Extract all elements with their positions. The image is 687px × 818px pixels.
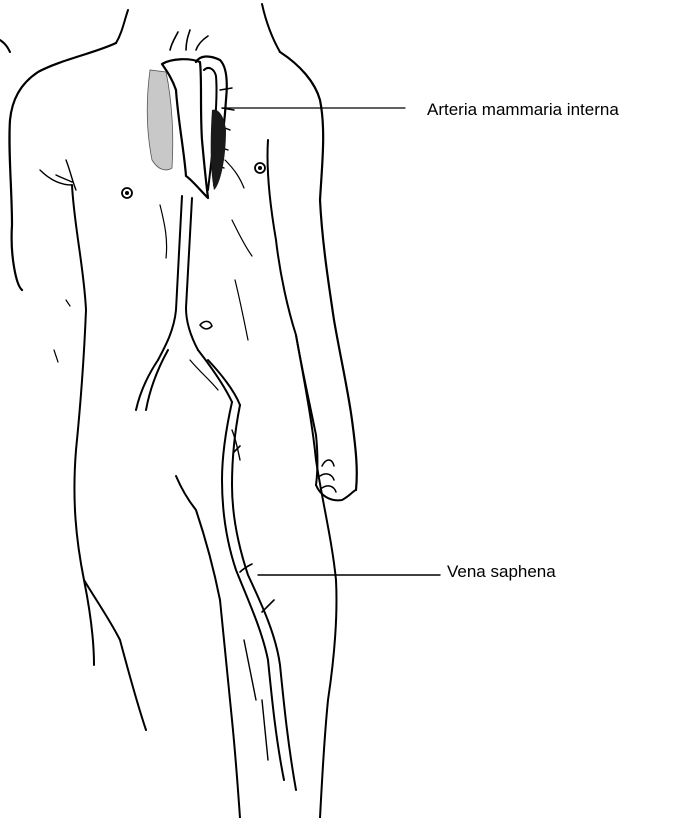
label-internal-mammary-artery: Arteria mammaria interna (427, 101, 619, 118)
legs-outline (54, 300, 337, 818)
chest-details (40, 160, 265, 390)
aorta-and-iliac-vessels (136, 196, 240, 410)
sternum-opening (147, 30, 208, 198)
internal-mammary-artery (196, 56, 405, 190)
label-saphenous-vein: Vena saphena (447, 563, 556, 580)
left-shoulder-arm-outline (0, 40, 116, 665)
